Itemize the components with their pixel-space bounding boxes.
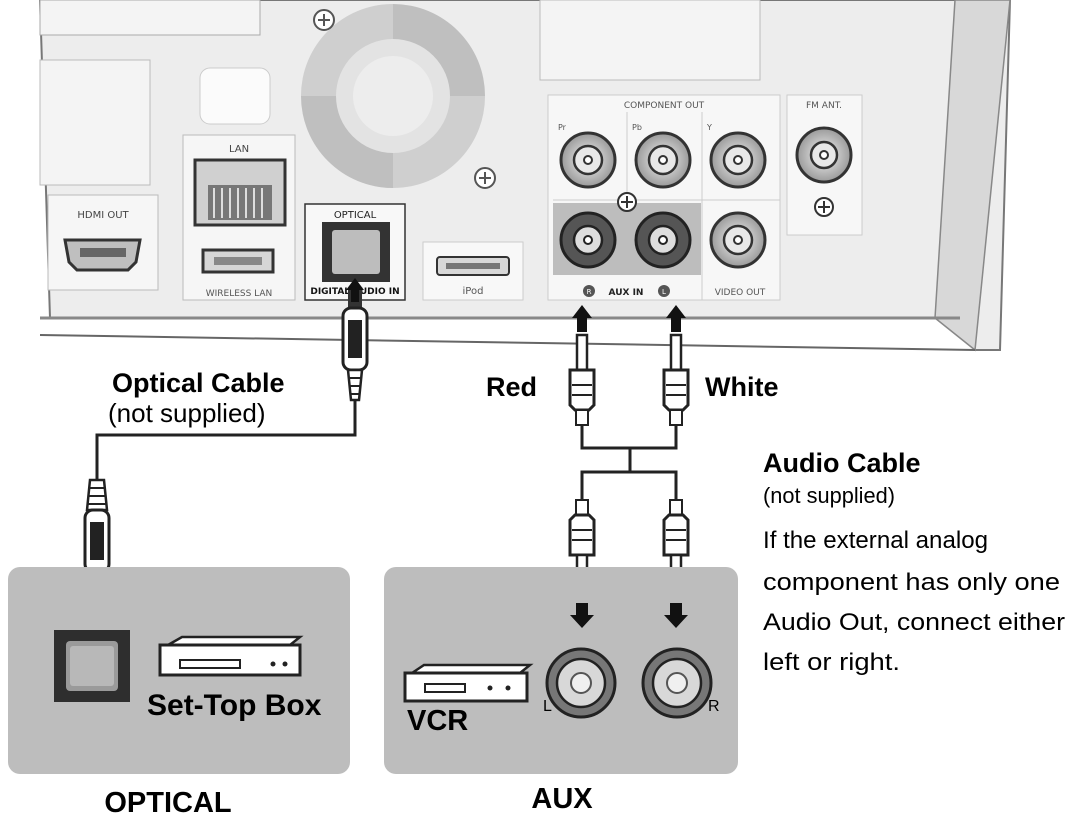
optical-cable-title: Optical Cable [112, 368, 285, 398]
lan-label: LAN [229, 144, 249, 155]
optical-port-label: OPTICAL [334, 210, 377, 221]
screw-icon [474, 167, 496, 189]
audio-cable-desc-4: left or right. [763, 649, 900, 676]
white-rca-plug-top [662, 333, 690, 426]
ipod-label: iPod [463, 286, 484, 297]
pr-label: Pr [558, 123, 567, 132]
screw-icon [617, 192, 637, 212]
arrow-up-icon [346, 278, 364, 302]
aux-l-badge: L [662, 288, 666, 296]
hdmi-out-label: HDMI OUT [77, 210, 129, 221]
ipod-port[interactable]: iPod [422, 241, 524, 301]
aux-left-jack[interactable] [545, 647, 617, 719]
optical-output-port[interactable] [54, 630, 130, 702]
component-out-label: COMPONENT OUT [624, 101, 705, 111]
optical-cable-plug-top [341, 288, 369, 402]
jack-r-label: R [708, 698, 720, 715]
hdmi-out-port[interactable]: HDMI OUT [47, 194, 159, 291]
aux-section-title: AUX [531, 783, 593, 815]
aux-in-labels: R AUX IN L VIDEO OUT [583, 285, 766, 298]
optical-section-title: OPTICAL [104, 787, 231, 817]
wireless-lan-port[interactable]: WIRELESS LAN [201, 248, 275, 299]
audio-cable-desc-1: If the external analog [763, 527, 988, 554]
audio-cable-title: Audio Cable [763, 448, 921, 478]
red-rca-plug-top [568, 333, 596, 426]
arrow-up-icon [666, 305, 686, 332]
component-pb-jack[interactable] [634, 131, 692, 189]
vcr-icon [403, 663, 534, 703]
aux-in-r-jack[interactable] [559, 211, 617, 269]
jack-l-label: L [543, 698, 552, 715]
red-label: Red [486, 372, 537, 402]
arrow-down-icon [570, 603, 594, 628]
vcr-label: VCR [407, 705, 468, 737]
aux-right-jack[interactable] [641, 647, 713, 719]
fm-antenna-port[interactable]: FM ANT. [786, 94, 863, 236]
set-top-box-icon [158, 635, 304, 677]
audio-cable-desc-2: component has only one [763, 569, 1060, 596]
component-y-jack[interactable] [709, 131, 767, 189]
aux-in-label: AUX IN [609, 288, 644, 298]
aux-in-l-jack[interactable] [634, 211, 692, 269]
fm-ant-label: FM ANT. [806, 101, 842, 111]
optical-cable-note: (not supplied) [108, 398, 266, 428]
arrow-down-icon [664, 603, 688, 628]
audio-cable [580, 425, 678, 500]
y-label: Y [706, 123, 712, 132]
component-out-block: COMPONENT OUT Pr Pb Y [547, 94, 781, 301]
white-label: White [705, 372, 779, 402]
optical-cable-plug-bottom [83, 478, 111, 574]
audio-cable-desc-3: Audio Out, connect either [763, 609, 1065, 636]
video-out-label: VIDEO OUT [715, 288, 766, 298]
pb-label: Pb [632, 123, 642, 132]
lan-port[interactable]: LAN [182, 134, 296, 301]
wireless-lan-label: WIRELESS LAN [206, 289, 273, 299]
screw-icon [313, 9, 335, 31]
audio-cable-note: (not supplied) [763, 483, 895, 508]
set-top-box-label: Set-Top Box [147, 689, 322, 722]
aux-r-badge: R [587, 288, 592, 296]
arrow-up-icon [572, 305, 592, 332]
optical-port[interactable]: OPTICAL DIGITAL AUDIO IN [304, 203, 406, 301]
fan-vent [301, 4, 485, 188]
component-pr-jack[interactable] [559, 131, 617, 189]
video-out-jack[interactable] [709, 211, 767, 269]
optical-cable [95, 400, 357, 480]
